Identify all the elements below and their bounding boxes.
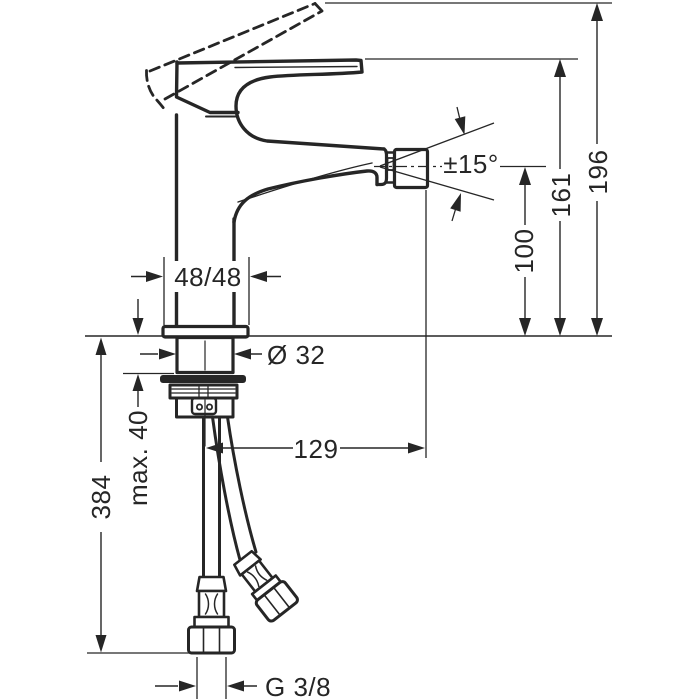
dimension-label-196: 196: [583, 150, 613, 195]
dimension-annotations: 196 161 100 ±15°: [86, 2, 613, 700]
dimension-label-4848: 48/48: [174, 262, 242, 292]
under-counter-assembly: [160, 335, 299, 655]
aerator-body: [392, 147, 430, 190]
dimension-hose-length: 384: [86, 337, 190, 654]
handle-lever-inner-line: [234, 65, 358, 69]
dimension-label-max40: max. 40: [123, 410, 153, 506]
right-supply-hose: [211, 415, 258, 562]
handle-lever-raised-dashed: [145, 2, 324, 112]
dimension-spout-height: 100: [500, 165, 546, 336]
dimension-spout-reach: 129: [206, 190, 427, 464]
dimension-label-384: 384: [86, 475, 116, 520]
handle-lever: [175, 58, 386, 151]
mounting-washer: [160, 375, 246, 383]
dimension-label-100: 100: [509, 229, 539, 274]
right-hose-connector: [233, 549, 299, 623]
mounting-shank: [175, 335, 235, 375]
dimension-label-161: 161: [546, 173, 576, 218]
dimension-label-dia32: Ø 32: [267, 340, 325, 370]
spout-inner-line: [237, 162, 373, 203]
dimension-label-g38: G 3/8: [265, 672, 331, 700]
dimension-shank-diameter: Ø 32: [140, 340, 325, 370]
aerator: [385, 147, 430, 190]
aerator-connector-detail: [386, 157, 395, 171]
dimension-label-129: 129: [294, 434, 339, 464]
dimension-overall-height: 196: [325, 2, 613, 336]
dimension-max-deck-thickness: max. 40: [123, 299, 174, 506]
dimension-supply-connection: G 3/8: [155, 657, 331, 700]
handle-base: [174, 60, 240, 115]
dimension-handle-height: 161: [365, 58, 578, 336]
dimension-swivel-angle: ±15°: [374, 106, 500, 222]
mounting-nut: [168, 383, 239, 400]
faucet-outline: [145, 2, 430, 339]
hose-connector-nut: [187, 625, 236, 655]
dimension-base-footprint: 48/48: [131, 257, 281, 325]
dimension-label-angle: ±15°: [443, 149, 499, 179]
left-hose-connector: [187, 575, 236, 655]
spout-tip: [375, 147, 389, 187]
